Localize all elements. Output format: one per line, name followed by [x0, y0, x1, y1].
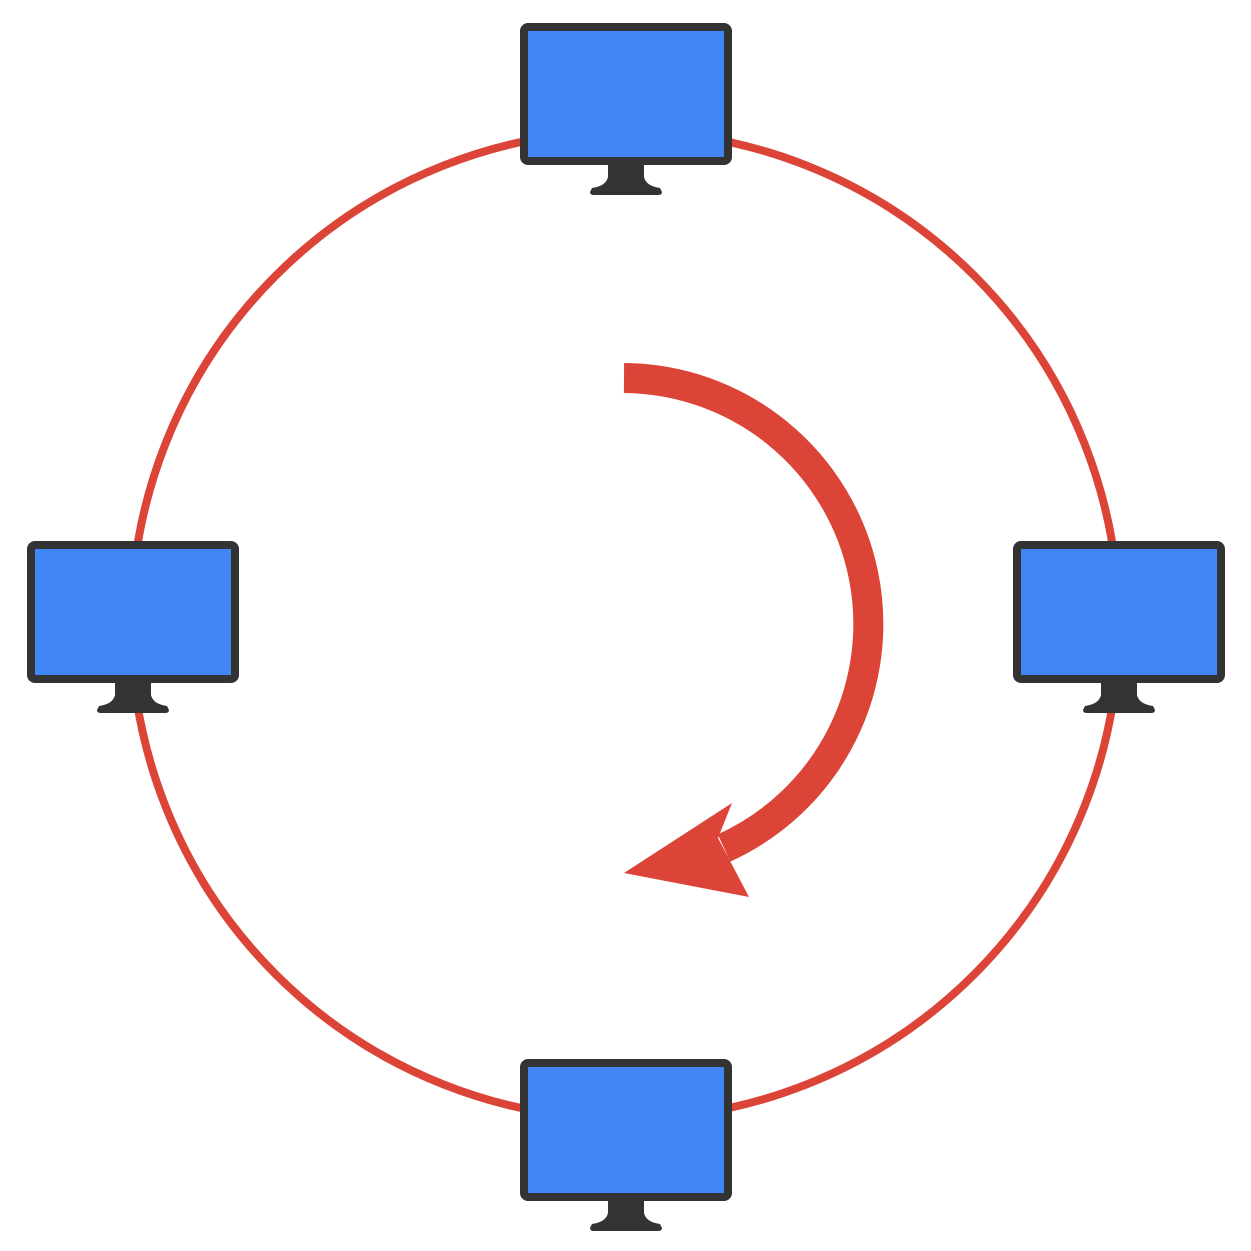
arrow-shaft — [623, 363, 884, 862]
monitor-left — [27, 541, 239, 713]
monitor-right — [1013, 541, 1225, 713]
clockwise-arrow-icon — [623, 363, 884, 897]
arrow-head — [624, 803, 749, 897]
monitor-icon — [520, 1059, 732, 1231]
monitor-icon — [27, 541, 239, 713]
monitor-icon — [1013, 541, 1225, 713]
ring-link — [127, 127, 1123, 1123]
monitor-top — [520, 23, 732, 195]
monitor-bottom — [520, 1059, 732, 1231]
monitor-icon — [520, 23, 732, 195]
